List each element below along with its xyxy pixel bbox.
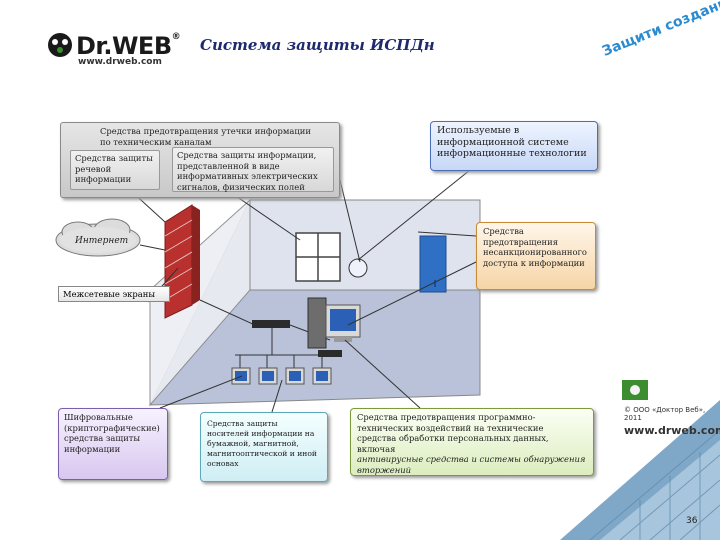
software-tech-box: Средства предотвращения программно- техн… — [350, 408, 594, 476]
workstation-icon — [231, 367, 332, 385]
leak-channels-title-line1: Средства предотвращения утечки информаци… — [100, 126, 311, 136]
leak-channels-title: Средства предотвращения утечки информаци… — [100, 126, 320, 147]
logo-url: www.drweb.com — [78, 57, 162, 67]
internet-cloud-icon — [55, 218, 141, 257]
info-tech-box: Используемые в информационной системе ин… — [430, 121, 598, 171]
logo-reg: ® — [171, 32, 181, 42]
software-tech-line5: вторжений — [357, 464, 411, 475]
logo-name: Dr.WEB — [76, 32, 172, 60]
leak-channels-title-line2: по техническим каналам — [100, 136, 212, 147]
drweb-spider-icon — [622, 380, 648, 400]
building-photo — [560, 400, 720, 540]
crypto-box: Шифровальные (криптографические) средств… — [58, 408, 168, 480]
drweb-logo: Dr.WEB® www.drweb.com — [46, 30, 196, 70]
router-icon — [252, 320, 290, 328]
software-tech-line4: антивирусные средства и системы обнаруже… — [357, 454, 586, 464]
site-url[interactable]: www.drweb.com — [624, 424, 720, 437]
sensor-icon — [348, 258, 368, 278]
switch-icon — [318, 350, 342, 357]
internet-label: Интернет — [75, 236, 129, 246]
software-tech-line3: средства обработки персональных данных, … — [357, 433, 549, 454]
signal-protection-box: Средства защиты информации, представленн… — [172, 147, 334, 192]
firewalls-label: Межсетевые экраны — [58, 286, 170, 302]
server-computer-icon — [307, 297, 361, 349]
media-protection-box: Средства защиты носителей информации на … — [200, 412, 328, 482]
software-tech-line2: технических воздействий на технические — [357, 422, 544, 433]
window-icon — [295, 232, 341, 282]
speech-protection-box: Средства защиты речевой информации — [70, 150, 160, 190]
software-tech-line1: Средства предотвращения программно- — [357, 412, 536, 422]
copyright-text: © ООО «Доктор Веб», 2011 — [624, 406, 706, 422]
page-title: Система защиты ИСПДн — [200, 36, 435, 54]
unauthorized-access-box: Средства предотвращения несанкционирован… — [476, 222, 596, 290]
room-left-wall — [149, 198, 251, 407]
logo-spider-icon — [48, 33, 72, 57]
firewall-brick-icon — [164, 204, 200, 319]
page-number: 36 — [686, 516, 698, 526]
